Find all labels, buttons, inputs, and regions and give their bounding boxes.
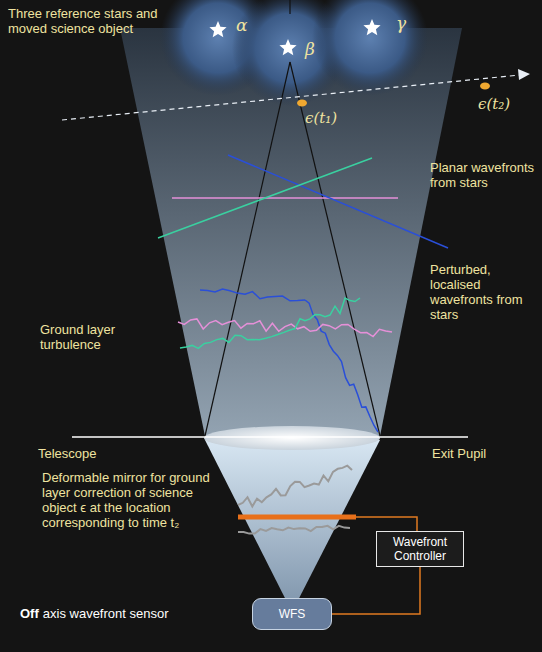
perturbed-wavefronts <box>178 289 392 432</box>
annotation-label: γ <box>396 14 406 33</box>
pupil-line <box>72 436 468 438</box>
annotation-label: β <box>305 40 315 59</box>
annotation-label: Deformable mirror for ground layer corre… <box>42 470 220 530</box>
annotation-label: Ground layer turbulence <box>40 322 150 352</box>
wavefront-line <box>238 466 352 507</box>
annotation-label: α <box>236 16 247 35</box>
focus-cone <box>205 440 380 612</box>
wavefront-line <box>290 298 360 330</box>
annotation-label: Three reference stars and moved science … <box>8 6 158 36</box>
annotation-label: Exit Pupil <box>432 446 486 461</box>
annotation-label: axis wavefront sensor <box>43 606 169 621</box>
stars <box>209 19 380 55</box>
telescope-lens <box>204 426 380 450</box>
annotation-label: ϵ(t₁) <box>305 110 337 127</box>
annotation-label: Off <box>20 606 39 621</box>
planar-wavefront <box>172 197 398 199</box>
annotation-label: Planar wavefronts from stars <box>430 160 538 190</box>
box-text: WFS <box>279 607 306 621</box>
controller-box: Wavefront Controller <box>376 531 464 567</box>
star <box>279 39 296 55</box>
control-wire <box>356 517 417 531</box>
deformable-mirror <box>238 515 356 520</box>
star <box>363 19 380 35</box>
signal-wire <box>332 567 420 614</box>
dm-wavefronts <box>238 466 352 534</box>
track-arrowhead <box>518 69 530 80</box>
wavefront-line <box>238 526 350 534</box>
star-glow <box>312 0 428 96</box>
object-track <box>62 75 520 120</box>
wavefront-line <box>178 319 392 337</box>
sensor-box: WFS <box>252 598 332 630</box>
annotation-label: ϵ(t₂) <box>478 96 510 113</box>
annotation-label: Perturbed, localised wavefronts from sta… <box>430 262 538 322</box>
star <box>209 21 226 37</box>
annotation-label: Telescope <box>38 446 97 461</box>
wavefront-line <box>180 330 290 348</box>
box-text: Wavefront Controller <box>382 535 458 563</box>
wavefront-line <box>305 300 378 432</box>
beam-line <box>205 62 290 436</box>
science-object <box>297 100 307 107</box>
planar-wavefront <box>158 158 372 238</box>
science-object <box>480 83 490 90</box>
wavefront-line <box>200 289 305 301</box>
planar-wavefront <box>228 155 448 248</box>
beam-line <box>290 62 380 436</box>
